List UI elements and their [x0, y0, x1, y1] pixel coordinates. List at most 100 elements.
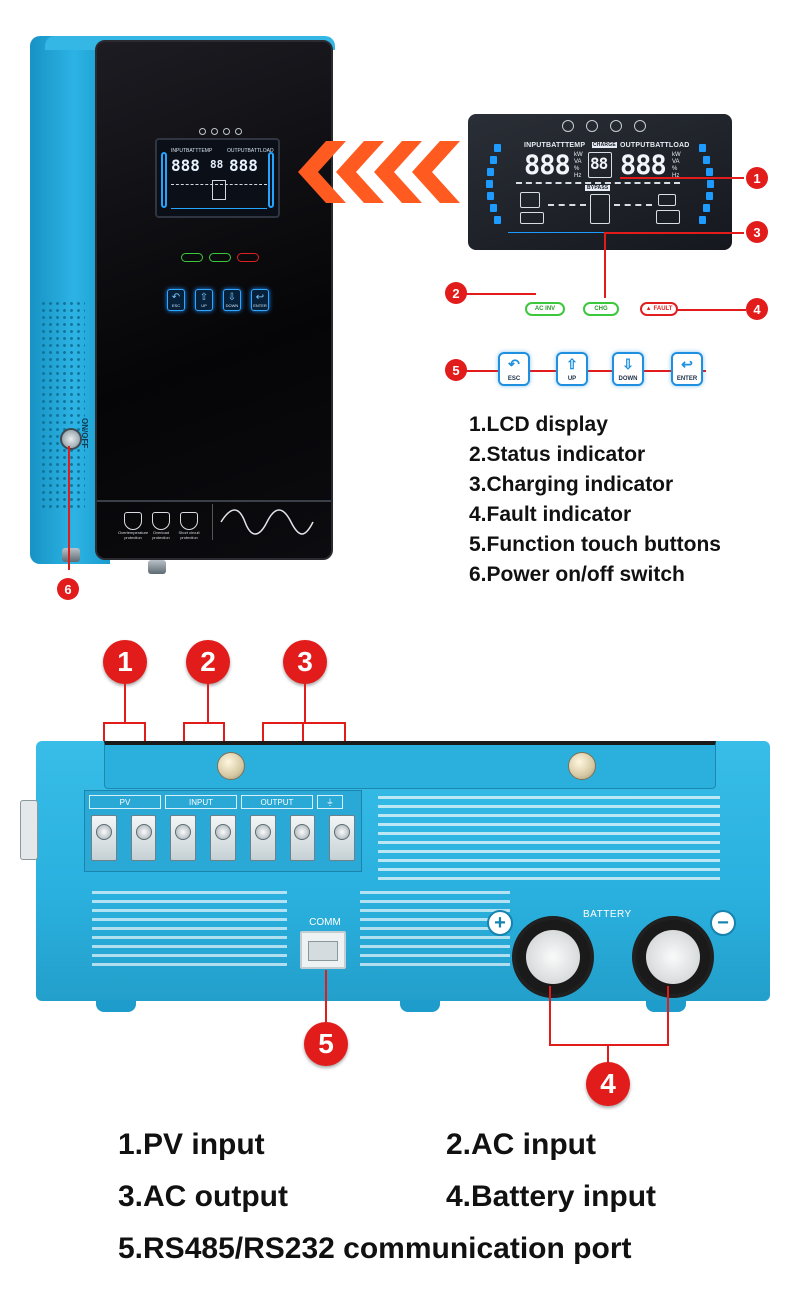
lcd-center-digits: 88	[590, 154, 608, 173]
mini-down-button[interactable]: ⇩DOWN	[223, 289, 241, 311]
lcd-bar	[490, 204, 497, 212]
badge-overload: Overload protection	[146, 512, 176, 540]
battery-positive-terminal[interactable]	[512, 916, 594, 998]
lcd-bar	[699, 144, 706, 152]
mini-top-icon	[235, 128, 242, 135]
legend-battery-input: 4.Battery input	[446, 1180, 657, 1213]
badge-label: Short circuit protection	[178, 530, 200, 540]
shield-icon	[180, 512, 198, 530]
charge-indicator: CHG	[583, 302, 619, 316]
lcd-top-icon	[586, 120, 598, 132]
lcd-display: INPUTBATTTEMP OUTPUTBATTLOAD CHARGE 888 …	[468, 114, 732, 250]
vent-slots	[92, 890, 287, 972]
unit-foot	[148, 560, 166, 574]
screw-icon	[334, 824, 351, 840]
mini-lcd-flow-line	[171, 184, 267, 185]
bracket-1-bar	[103, 722, 146, 724]
callout-3: 3	[746, 221, 768, 243]
bracket-4-leg	[549, 986, 551, 1044]
lcd-bar	[706, 192, 713, 200]
terminal-header-pv: PV	[89, 795, 161, 809]
mini-button-label: DOWN	[225, 303, 239, 308]
bracket-3-stem	[304, 684, 306, 722]
vent-slots	[360, 890, 510, 972]
mini-fault-led	[237, 253, 259, 262]
lcd-load-icon	[658, 194, 676, 206]
minus-icon: −	[710, 910, 736, 936]
terminal-block: PV INPUT OUTPUT ⏚	[84, 790, 362, 872]
side-vent	[40, 300, 85, 510]
mini-esc-button[interactable]: ↶ESC	[167, 289, 185, 311]
comm-port[interactable]: COMM	[300, 917, 350, 971]
up-button[interactable]: ⇧ UP	[556, 352, 588, 386]
pointer-arrows	[292, 137, 460, 207]
mini-button-label: ENTER	[253, 303, 267, 308]
shield-icon	[124, 512, 142, 530]
bottom-callout-1: 1	[103, 640, 147, 684]
lcd-bar	[494, 144, 501, 152]
lcd-center-box	[588, 152, 612, 178]
enter-button[interactable]: ↩ ENTER	[671, 352, 703, 386]
warning-icon: ▲	[645, 306, 652, 312]
callout-4: 4	[746, 298, 768, 320]
badge-overtemp: Overtemperature protection	[118, 512, 148, 540]
leader-3	[604, 232, 744, 234]
lcd-left-digits: 888	[524, 150, 571, 181]
power-switch[interactable]	[60, 428, 82, 450]
battery-negative-terminal[interactable]	[632, 916, 714, 998]
esc-button[interactable]: ↶ ESC	[498, 352, 530, 386]
mini-lcd-right-label: OUTPUTBATTLOAD	[227, 148, 274, 154]
terminal-output-n[interactable]	[249, 815, 276, 861]
leader-4	[676, 309, 746, 311]
terminal-pv-positive[interactable]	[91, 815, 117, 861]
lcd-top-icon	[562, 120, 574, 132]
down-button[interactable]: ⇩ DOWN	[612, 352, 644, 386]
lcd-bar	[706, 168, 713, 176]
screw-icon	[135, 824, 152, 840]
mini-lcd-inverter-icon	[212, 180, 226, 200]
sine-wave-logo	[212, 504, 322, 540]
lcd-inverter-icon	[590, 194, 610, 224]
callout-6: 6	[57, 578, 79, 600]
lcd-battery-icon	[656, 210, 680, 224]
callout-5: 5	[445, 359, 467, 381]
ground-icon: ⏚	[317, 795, 343, 809]
mini-enter-button[interactable]: ↩ENTER	[251, 289, 269, 311]
lcd-unit: VA	[574, 159, 582, 165]
terminal-headers: PV INPUT OUTPUT ⏚	[85, 791, 361, 809]
leader-3-vertical	[604, 232, 606, 298]
bracket-4-leg	[667, 986, 669, 1044]
status-indicator-label: AC INV	[534, 306, 556, 312]
leader-2	[466, 293, 536, 295]
panel-top-cover	[104, 741, 716, 789]
terminal-input-n[interactable]	[210, 815, 236, 861]
lcd-top-icon	[610, 120, 622, 132]
lcd-flow-line	[548, 204, 586, 206]
terminal-pv-negative[interactable]	[130, 815, 157, 861]
lcd-base-line	[508, 232, 692, 233]
screw-icon	[215, 824, 232, 840]
chevron-left-icon	[298, 141, 460, 203]
mini-charge-led	[209, 253, 231, 262]
terminal-ground[interactable]	[329, 815, 356, 861]
callout-1: 1	[746, 167, 768, 189]
mini-lcd-base-line	[171, 208, 267, 209]
mini-up-button[interactable]: ⇧UP	[195, 289, 213, 311]
rj45-port-icon	[300, 931, 346, 969]
legend-charging: 3.Charging indicator	[469, 473, 674, 496]
legend-touch-buttons: 5.Function touch buttons	[469, 533, 721, 556]
leader-5-bottom	[325, 970, 327, 1022]
sine-wave-icon	[220, 509, 314, 535]
enter-arrow-icon: ↩	[681, 356, 693, 372]
lcd-bar	[699, 216, 706, 224]
legend-pv-input: 1.PV input	[118, 1128, 265, 1161]
fault-indicator: ▲ FAULT	[640, 302, 678, 316]
esc-button-label: ESC	[507, 376, 521, 382]
terminal-output-l[interactable]	[289, 815, 316, 861]
terminal-input-l[interactable]	[170, 815, 197, 861]
legend-status: 2.Status indicator	[469, 443, 646, 466]
panel-foot	[96, 1000, 136, 1012]
mini-top-icon	[199, 128, 206, 135]
lcd-grid-icon	[520, 192, 540, 208]
lcd-flow-line	[614, 204, 652, 206]
